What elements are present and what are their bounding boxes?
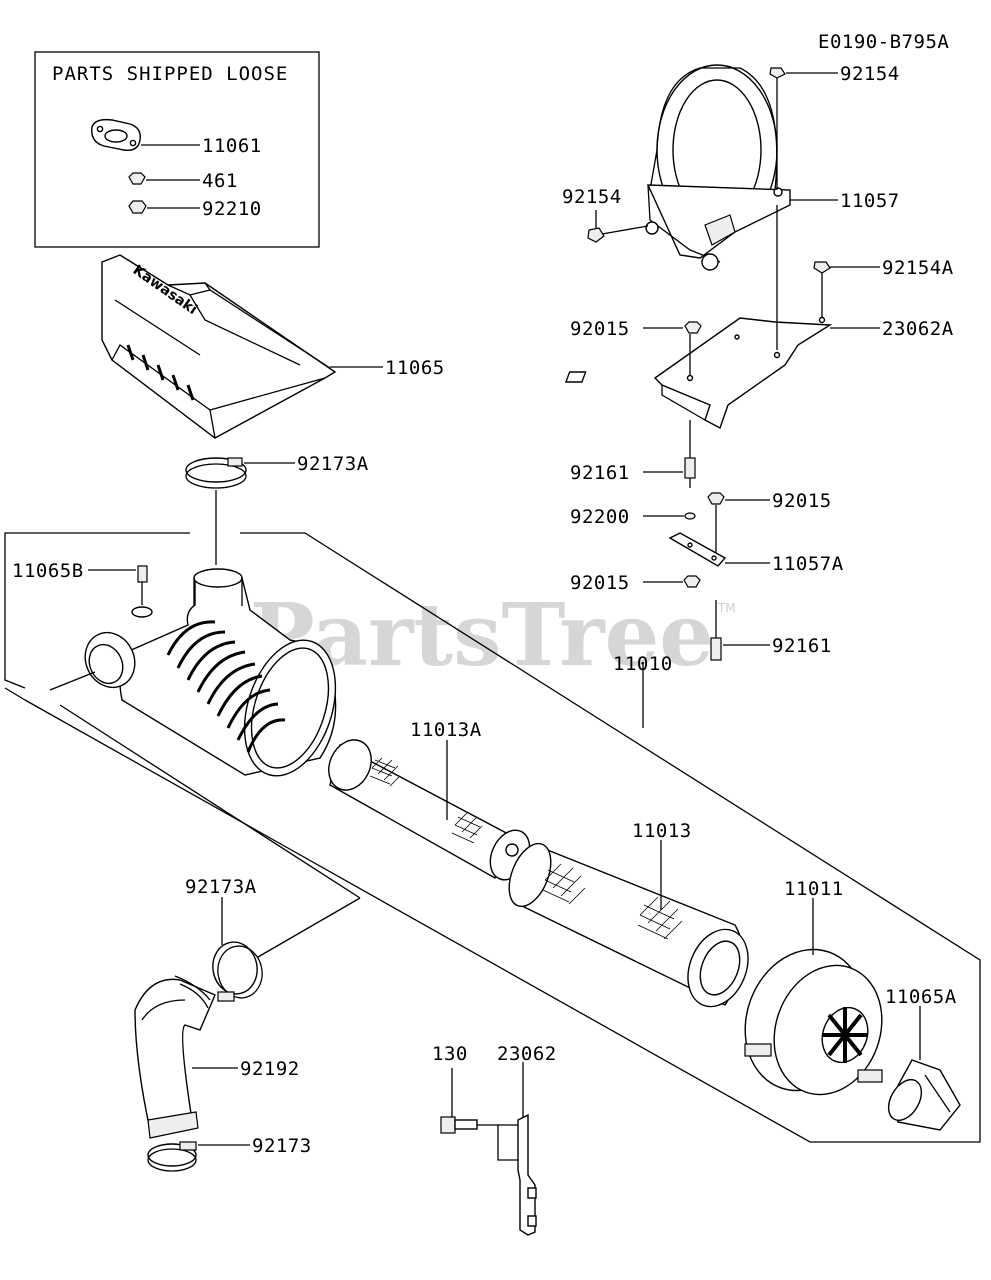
- loose-parts-box: PARTS SHIPPED LOOSE 11061 461 92210: [34, 51, 320, 248]
- label-11057[interactable]: 11057: [840, 190, 900, 212]
- nut-92015-c[interactable]: [683, 575, 701, 588]
- label-11013A[interactable]: 11013A: [410, 719, 482, 741]
- label-130[interactable]: 130: [432, 1043, 468, 1065]
- label-11061[interactable]: 11061: [202, 135, 262, 157]
- label-461[interactable]: 461: [202, 170, 238, 192]
- label-23062A[interactable]: 23062A: [882, 318, 954, 340]
- label-11013[interactable]: 11013: [632, 820, 692, 842]
- hose-92192[interactable]: [134, 975, 216, 1139]
- screw-92154-left[interactable]: [587, 227, 605, 243]
- nut-92015-b[interactable]: [707, 492, 725, 505]
- label-11065A[interactable]: 11065A: [885, 986, 957, 1008]
- label-92200[interactable]: 92200: [570, 506, 630, 528]
- diagram-code: E0190-B795A: [818, 31, 949, 53]
- bracket-11057[interactable]: [645, 64, 791, 271]
- label-92173A-top[interactable]: 92173A: [297, 453, 369, 475]
- label-92015-a[interactable]: 92015: [570, 318, 630, 340]
- standoff-92161-a[interactable]: [684, 457, 696, 479]
- label-92192[interactable]: 92192: [240, 1058, 300, 1080]
- air-cleaner-housing[interactable]: [76, 568, 351, 788]
- label-92015-c[interactable]: 92015: [570, 572, 630, 594]
- label-92173A-bottom[interactable]: 92173A: [185, 876, 257, 898]
- nut-92210[interactable]: [128, 200, 147, 214]
- label-92161-b[interactable]: 92161: [772, 635, 832, 657]
- assembly-frame-11010: [4, 532, 981, 1143]
- label-92154-top[interactable]: 92154: [840, 63, 900, 85]
- outer-filter-11013[interactable]: [501, 838, 759, 1016]
- fitting-11065B[interactable]: [137, 565, 148, 583]
- clamp-92173A-bottom[interactable]: [209, 939, 266, 1002]
- clamp-92173A-top[interactable]: [185, 457, 247, 489]
- label-11010[interactable]: 11010: [613, 653, 673, 675]
- screw-92154A[interactable]: [813, 261, 831, 274]
- washer-92200[interactable]: [684, 512, 696, 520]
- label-92161-a[interactable]: 92161: [570, 462, 630, 484]
- label-92154A[interactable]: 92154A: [882, 257, 954, 279]
- label-23062[interactable]: 23062: [497, 1043, 557, 1065]
- bolt-130[interactable]: [440, 1116, 478, 1134]
- watermark-tm: TM: [717, 601, 736, 615]
- inner-filter-11013A[interactable]: [321, 733, 537, 886]
- label-92154-left[interactable]: 92154: [562, 186, 622, 208]
- nut-461[interactable]: [128, 172, 146, 185]
- label-11057A[interactable]: 11057A: [772, 553, 844, 575]
- valve-11065A[interactable]: [882, 1059, 961, 1131]
- label-11065[interactable]: 11065: [385, 357, 445, 379]
- clamp-92173[interactable]: [147, 1141, 197, 1172]
- label-92173[interactable]: 92173: [252, 1135, 312, 1157]
- cap-11011[interactable]: [726, 933, 900, 1110]
- cover-11065[interactable]: Kawasaki: [101, 254, 337, 439]
- bracket-11057A[interactable]: [668, 532, 727, 567]
- standoff-92161-b[interactable]: [710, 637, 722, 661]
- screw-92154-top[interactable]: [769, 67, 786, 79]
- label-11011[interactable]: 11011: [784, 878, 844, 900]
- plate-23062A[interactable]: [565, 316, 833, 430]
- loose-parts-title: PARTS SHIPPED LOOSE: [52, 63, 288, 85]
- label-11065B[interactable]: 11065B: [12, 560, 84, 582]
- label-92015-b[interactable]: 92015: [772, 490, 832, 512]
- label-92210[interactable]: 92210: [202, 198, 262, 220]
- bracket-23062[interactable]: [517, 1113, 537, 1236]
- nut-92015-a[interactable]: [684, 321, 702, 334]
